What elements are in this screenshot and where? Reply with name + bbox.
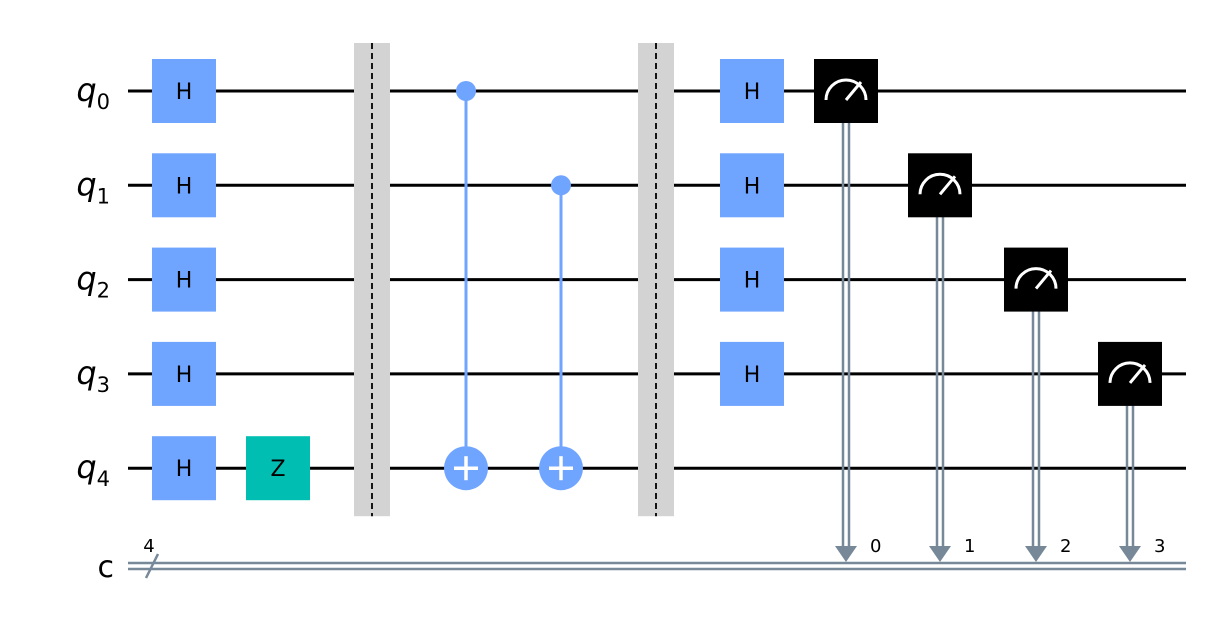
classical-register-size: 4 — [143, 536, 154, 557]
control-dot — [456, 81, 476, 101]
gate-label: H — [176, 363, 193, 388]
barrier-layer — [354, 43, 674, 517]
h-gate-q3: H — [720, 341, 784, 406]
meter-icon — [824, 78, 868, 101]
classical-register-label: c — [98, 550, 115, 585]
clbit-index-label: 2 — [1060, 536, 1071, 557]
h-gate-q0: H — [152, 59, 216, 123]
h-gate-q3: H — [152, 341, 216, 406]
arrow-down-icon — [835, 546, 857, 562]
clbit-index-label: 1 — [964, 536, 975, 557]
clbit-index-label: 3 — [1154, 536, 1165, 557]
h-gate-q2: H — [152, 247, 216, 312]
gate-label: H — [176, 457, 193, 482]
meter-icon — [1108, 361, 1152, 384]
meter-icon — [918, 172, 962, 196]
measurement-layer: 0 1 2 3 — [814, 59, 1165, 562]
cnot-gate-1 — [539, 175, 583, 491]
register-labels: q0 q1 q2 q3 q4 c 4 — [76, 71, 154, 585]
plus-circle-icon — [444, 446, 488, 491]
gate-label: H — [744, 269, 761, 294]
h-gate-q1: H — [152, 153, 216, 218]
gate-label: H — [744, 80, 761, 105]
gate-label: H — [744, 363, 761, 388]
bundle-slash — [144, 553, 160, 579]
qubit-label-3: q3 — [76, 354, 110, 397]
h-gate-q2: H — [720, 247, 784, 312]
gate-label: H — [176, 174, 193, 199]
cnot-layer — [444, 81, 583, 491]
qubit-label-2: q2 — [76, 260, 110, 303]
gate-label: H — [744, 174, 761, 199]
arrow-down-icon — [1025, 546, 1047, 562]
gate-label: Z — [270, 457, 285, 482]
meter-icon — [1014, 267, 1058, 290]
clbit-index-label: 0 — [870, 536, 881, 557]
gate-label: H — [176, 269, 193, 294]
h-gate-q1: H — [720, 153, 784, 218]
measure-gate-q3: 3 — [1098, 341, 1165, 562]
plus-circle-icon — [539, 446, 583, 491]
gate-label: H — [176, 80, 193, 105]
arrow-down-icon — [1119, 546, 1141, 562]
qubit-label-0: q0 — [76, 71, 110, 114]
gate-layer: H H H H H Z H H H H — [152, 59, 784, 501]
h-gate-q4: H — [152, 436, 216, 501]
measure-gate-q0: 0 — [814, 59, 881, 562]
h-gate-q0: H — [720, 59, 784, 123]
arrow-down-icon — [929, 546, 951, 562]
cnot-gate-0 — [444, 81, 488, 491]
measure-gate-q2: 2 — [1004, 247, 1071, 562]
qubit-label-1: q1 — [76, 165, 110, 208]
classical-wire — [128, 561, 1186, 571]
z-gate-q4: Z — [246, 436, 310, 501]
qubit-label-4: q4 — [76, 448, 110, 491]
barrier-0 — [354, 43, 390, 517]
barrier-1 — [638, 43, 674, 517]
control-dot — [551, 175, 571, 196]
measure-gate-q1: 1 — [908, 153, 975, 562]
